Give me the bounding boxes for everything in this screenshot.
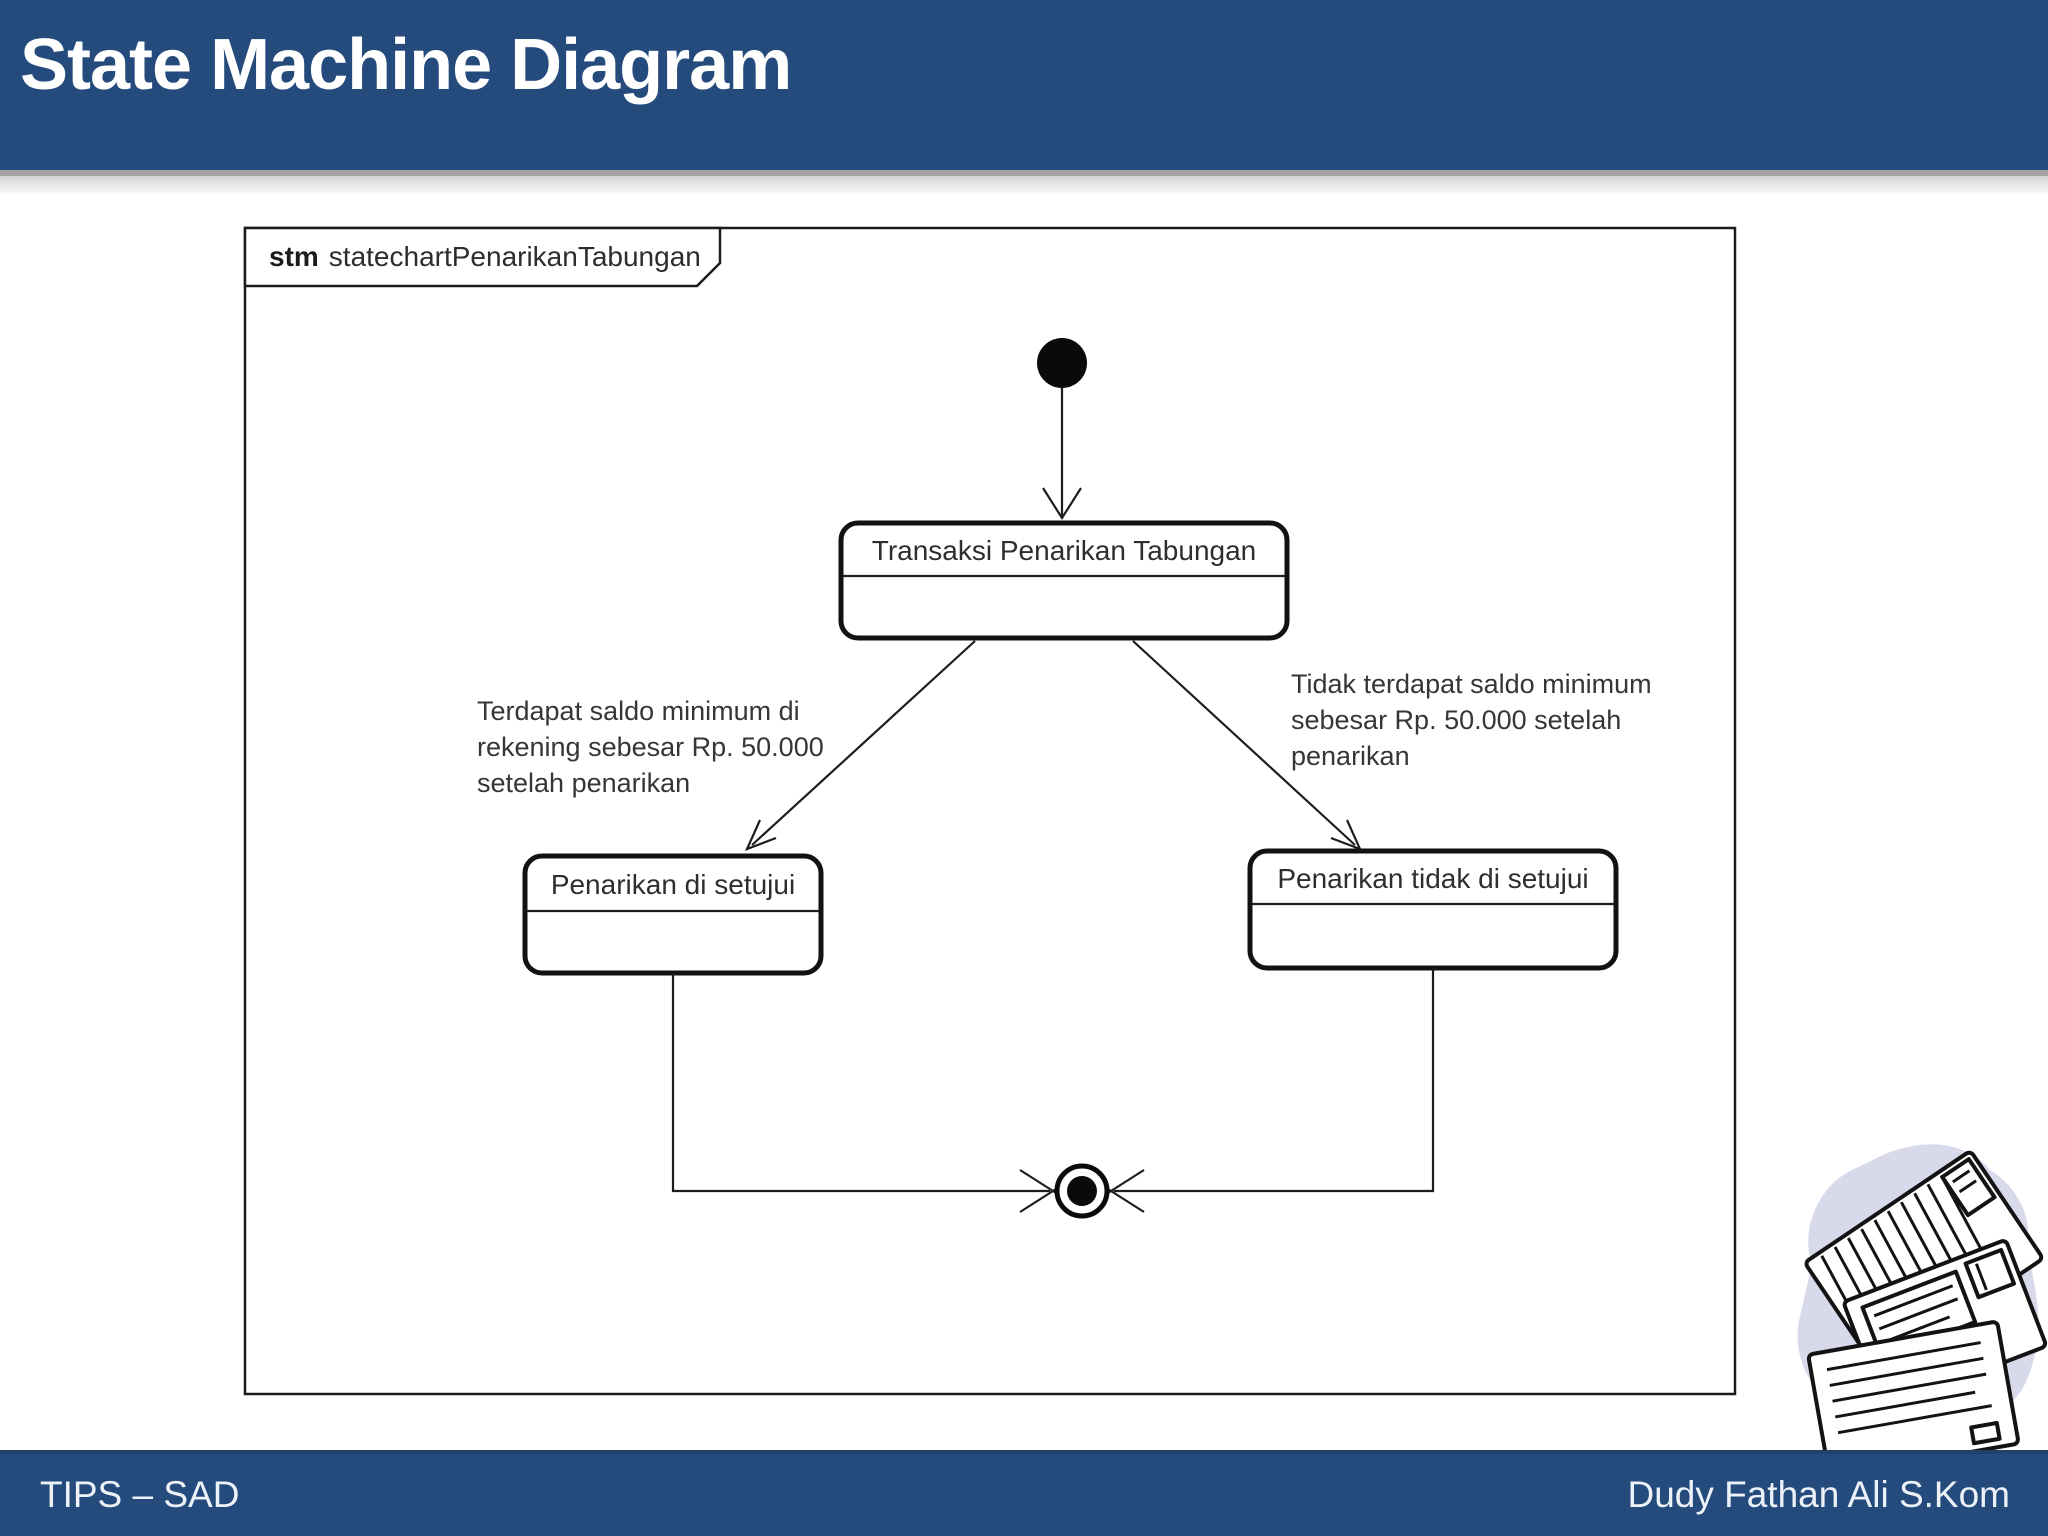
footer-bar: TIPS – SAD Dudy Fathan Ali S.Kom [0,1450,2048,1536]
transition-left-to-final [671,973,1065,1213]
transition-initial-to-top [1042,388,1082,521]
frame-label: stm statechartPenarikanTabungan [269,241,701,273]
header-bar [0,0,2048,170]
state-disetujui-label: Penarikan di setujui [550,868,796,900]
page-title: State Machine Diagram [20,25,792,105]
transition-right-to-final [1099,968,1435,1213]
guard-approved-label: Terdapat saldo minimum di rekening sebes… [477,696,824,798]
floppy-disks-clipart-icon [1797,1144,2048,1462]
frame-name: statechartPenarikanTabungan [328,241,701,272]
state-transaksi-box [838,520,1290,641]
footer-author-label: Dudy Fathan Ali S.Kom [1627,1474,2010,1515]
frame-name-tab [243,226,722,288]
header-edge-line [0,170,2048,176]
header-shadow-fade [0,176,2048,196]
initial-state-icon [1037,338,1087,388]
frame-keyword: stm [269,241,319,272]
diagram-frame [243,226,1737,1396]
footer-course-label: TIPS – SAD [40,1474,240,1515]
transition-approved-arrow [744,640,976,851]
guard-rejected-label: Tidak terdapat saldo minimum sebesar Rp.… [1291,669,1652,771]
state-tidak-disetujui-label: Penarikan tidak di setujui [1277,862,1589,894]
final-state-icon [1054,1163,1110,1219]
state-transaksi-label: Transaksi Penarikan Tabungan [871,534,1257,566]
